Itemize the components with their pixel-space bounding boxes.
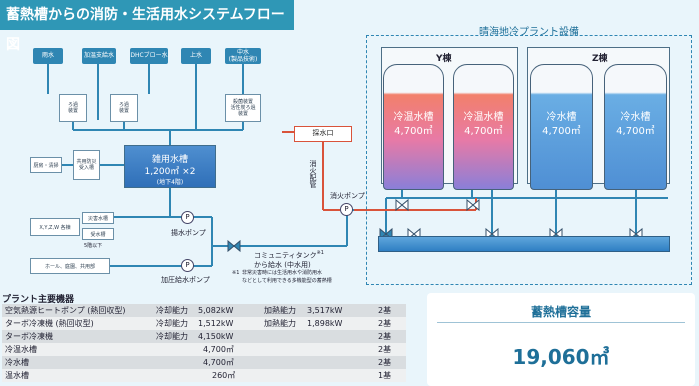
capacity-title: 蓄熱槽容量 (530, 305, 591, 319)
main-water-tank: 雑用水槽 1,200㎥ ×2 (地下4階) (124, 145, 216, 188)
label-community-tank: コミュニティタンク※1 (254, 250, 324, 260)
booster-pump-icon: P (181, 259, 194, 272)
cell-volume: 4,700㎥ (203, 345, 234, 354)
output-box-kitchen: 厨房・清掃 (30, 157, 62, 173)
equipment-table: 空気熱源ヒートポンプ (熱回収型) 冷却能力 5,082kW 加熱能力 3,51… (2, 304, 406, 382)
tank-z1-name: 冷水槽 (546, 112, 577, 123)
fire-pump-icon: P (340, 203, 353, 216)
capacity-value: 19,060㎥ (512, 345, 610, 369)
water-pump-icon: P (181, 211, 194, 224)
tank-z2-volume: 4,700㎥ (616, 126, 655, 137)
tank-y2: 冷温水槽 4,700㎥ (453, 64, 514, 190)
table-row: ターボ冷凍機 冷却能力 4,150kW 2基 (2, 330, 406, 343)
cell-volume: 260㎥ (212, 371, 236, 380)
label-fire-pump: 消火ポンプ (330, 192, 365, 200)
cell-heat-label: 加熱能力 (264, 319, 296, 328)
cell-heat: 1,898kW (307, 319, 343, 328)
box-receiving-tank: 受水槽 (82, 228, 114, 240)
label-community-supply: から給水 (中水用) (254, 261, 311, 269)
tank-y1-volume: 4,700㎥ (394, 126, 433, 137)
table-row: ターボ冷凍機 (熱回収型) 冷却能力 1,512kW 加熱能力 1,898kW … (2, 317, 406, 330)
footnote-text: 非常災害時には生活用水や消防用水 などとして利用できる多機能型の蓄熱槽 (242, 270, 332, 284)
plant-frame (366, 35, 692, 285)
table-row: 温水槽 260㎥ 1基 (2, 369, 406, 382)
tank-z1: 冷水槽 4,700㎥ (530, 64, 593, 190)
tank-y2-volume: 4,700㎥ (464, 126, 503, 137)
page-title: 蓄熱槽からの消防・生活用水システムフロー図 (0, 0, 294, 53)
intake-port-box: 採水口 (294, 126, 352, 142)
cell-cool: 4,150kW (198, 332, 234, 341)
cell-name: 空気熱源ヒートポンプ (熱回収型) (5, 306, 126, 315)
cell-heat: 3,517kW (307, 306, 343, 315)
box-disaster-tank: 災害水槽 (82, 212, 114, 224)
tank-z2-name: 冷水槽 (620, 112, 651, 123)
cell-count: 2基 (378, 306, 392, 315)
output-box-buildings: X,Y,Z,W 各棟 (30, 218, 80, 236)
label-booster-pump: 加圧給水ポンプ (161, 276, 210, 284)
plant-title: 晴海地冷プラント設備 (479, 27, 579, 38)
cell-cool: 5,082kW (198, 306, 234, 315)
main-tank-capacity: 1,200㎥ ×2 (144, 167, 196, 177)
cell-name: ターボ冷凍機 (熱回収型) (5, 319, 94, 328)
cell-count: 2基 (378, 345, 392, 354)
cell-name: ターボ冷凍機 (5, 332, 53, 341)
cell-count: 1基 (378, 371, 392, 380)
cell-cool-label: 冷却能力 (156, 332, 188, 341)
label-water-pump: 揚水ポンプ (171, 229, 206, 237)
building-z-label: Z棟 (592, 54, 608, 64)
source-box-heated-supply: 加温支給水 (82, 48, 116, 64)
tank-z2: 冷水槽 4,700㎥ (604, 64, 667, 190)
cell-cool-label: 冷却能力 (156, 319, 188, 328)
cell-name: 冷水槽 (5, 358, 29, 367)
sterilizer-box: 殺菌装置 活性炭ろ過 装置 (225, 94, 261, 122)
tank-y2-name: 冷温水槽 (463, 112, 504, 123)
table-row: 空気熱源ヒートポンプ (熱回収型) 冷却能力 5,082kW 加熱能力 3,51… (2, 304, 406, 317)
main-tank-location: (地下4階) (156, 179, 184, 186)
tank-y1: 冷温水槽 4,700㎥ (383, 64, 444, 190)
label-fire-pipe: 消火配管 (309, 160, 317, 188)
main-tank-name: 雑用水槽 (151, 155, 188, 165)
source-box-rainwater: 雨水 (33, 48, 63, 64)
community-tank-text: コミュニティタンク (254, 251, 317, 260)
reserve-tank-box: 共用防災 受入槽 (73, 150, 100, 180)
cell-volume: 4,700㎥ (203, 358, 234, 367)
equipment-title: プラント主要機器 (2, 295, 75, 305)
filter-box-2: ろ過 装置 (110, 94, 138, 122)
cell-count: 2基 (378, 332, 392, 341)
table-row: 冷水槽 4,700㎥ 2基 (2, 356, 406, 369)
label-fifth-floor: 5階以下 (84, 243, 103, 249)
capacity-divider (437, 322, 685, 323)
cell-cool-label: 冷却能力 (156, 306, 188, 315)
cell-cool: 1,512kW (198, 319, 234, 328)
cell-heat-label: 加熱能力 (264, 306, 296, 315)
tank-z1-volume: 4,700㎥ (542, 126, 581, 137)
output-box-hall: ホール、庭園、共用部 (30, 258, 110, 274)
plant-header-pipe (378, 236, 670, 252)
cell-count: 2基 (378, 358, 392, 367)
source-box-grey-water: 中水 (製品技術) (225, 48, 261, 64)
community-tank-mark: ※1 (316, 250, 324, 256)
table-row: 冷温水槽 4,700㎥ 2基 (2, 343, 406, 356)
filter-box-1: ろ過 装置 (59, 94, 87, 122)
footnote-mark: ※1 (232, 270, 240, 276)
source-box-dhc-blow: DHCブロー水 (130, 48, 168, 64)
building-y-label: Y棟 (436, 54, 452, 64)
cell-count: 2基 (378, 319, 392, 328)
source-box-tap-water: 上水 (181, 48, 211, 64)
cell-name: 冷温水槽 (5, 345, 37, 354)
capacity-panel (427, 293, 695, 386)
tank-y1-name: 冷温水槽 (393, 112, 434, 123)
cell-name: 温水槽 (5, 371, 29, 380)
